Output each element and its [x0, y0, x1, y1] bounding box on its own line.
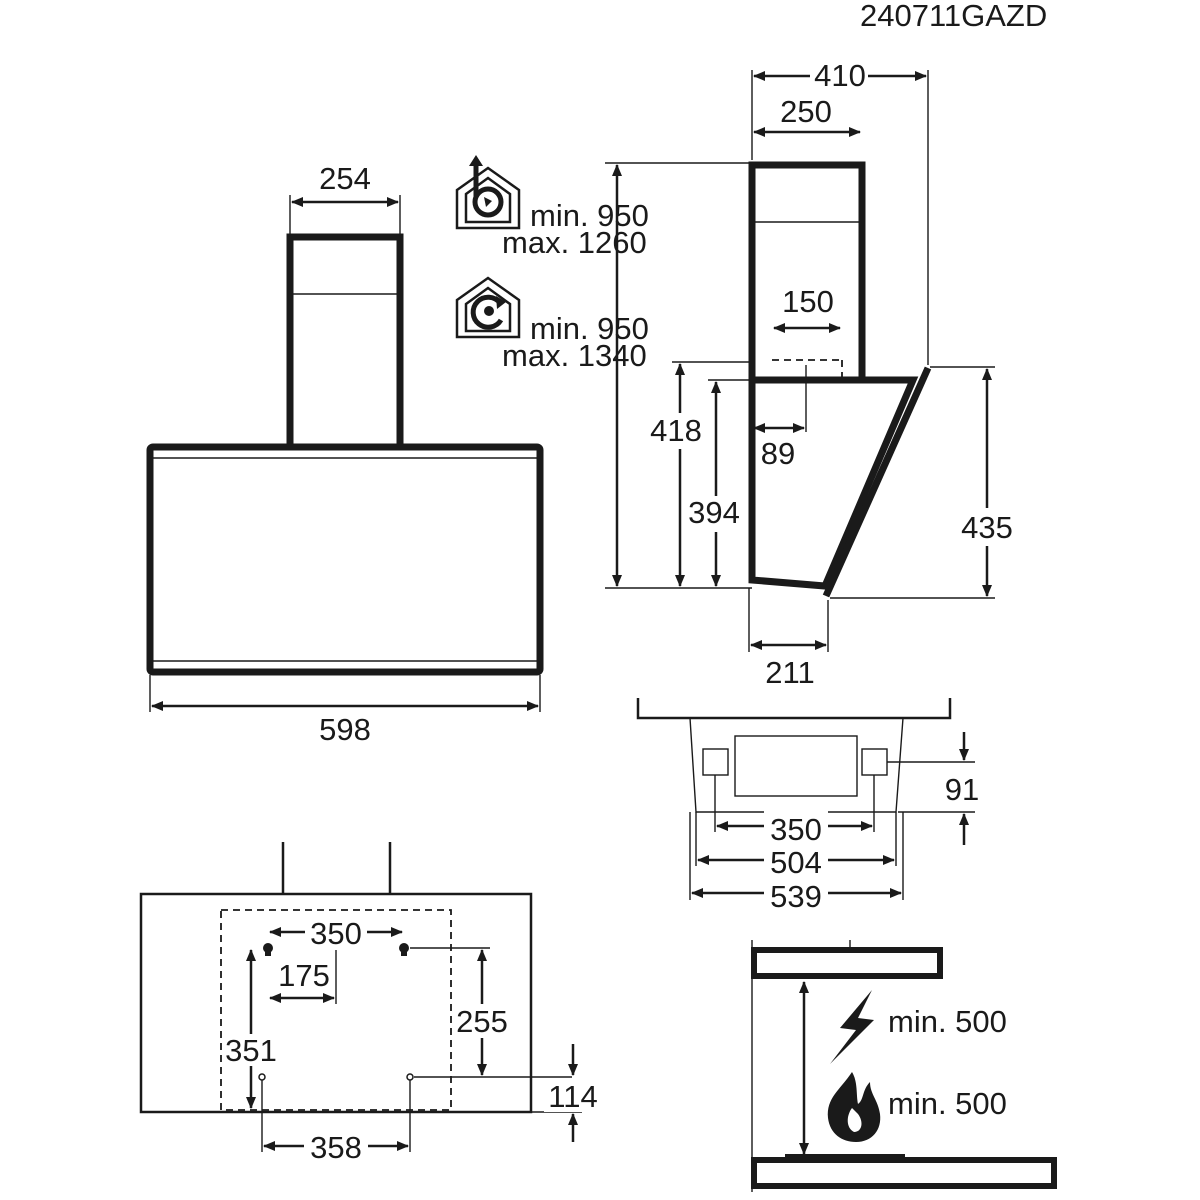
dim-height-418: 418	[650, 413, 702, 448]
extraction-max: max. 1260	[502, 225, 647, 260]
front-hood-body	[146, 443, 544, 676]
top-light-left	[702, 748, 729, 776]
top-hood-outline	[689, 717, 904, 813]
upper-hole-left	[263, 943, 273, 956]
wall-line	[636, 698, 952, 720]
wall-mount-view: 350 175 351 255 114 358	[139, 842, 602, 1165]
dim-mount-114: 114	[548, 1079, 597, 1114]
dim-top-holes: 350	[770, 812, 822, 847]
dim-hood-width: 598	[319, 712, 371, 747]
upper-hole-right	[399, 943, 409, 956]
document-code: 240711GAZD	[860, 0, 1047, 33]
dim-height-435: 435	[961, 510, 1013, 545]
house-fan-outlet-icon	[455, 155, 521, 230]
clearance-hood	[751, 947, 943, 979]
dim-chimney-depth: 250	[780, 94, 832, 129]
side-hood-body	[748, 376, 919, 590]
recirculation-min: min. 950	[530, 311, 649, 346]
recirculation-max: max. 1340	[502, 338, 647, 373]
lower-hole-right	[406, 1073, 414, 1081]
side-view: 410 250 150 89 418 394 435 211	[605, 56, 1019, 690]
ducting-requirements: min. 950 max. 1260 min. 950 max. 1340	[455, 155, 649, 373]
dim-overall-depth: 410	[814, 58, 866, 93]
dim-top-depth: 91	[945, 772, 979, 807]
extraction-min: min. 950	[530, 198, 649, 233]
dim-mount-lower: 358	[310, 1130, 362, 1165]
side-chimney	[748, 161, 866, 384]
flame-icon	[827, 1072, 881, 1142]
dim-mount-upper: 350	[310, 916, 362, 951]
dim-height-394: 394	[688, 495, 740, 530]
dim-chimney-width: 254	[319, 161, 371, 196]
lower-hole-left	[258, 1073, 266, 1081]
wall-mount-dashed-area	[220, 909, 452, 1111]
side-glass-panel	[822, 366, 932, 598]
dim-mount-351: 351	[225, 1033, 277, 1068]
top-light-right	[861, 748, 888, 776]
clearance-view: min. 500 min. 500	[751, 940, 1057, 1192]
clearance-electric: min. 500	[888, 1004, 1007, 1039]
dim-mount-half: 175	[278, 958, 330, 993]
dim-outlet-offset: 89	[761, 436, 795, 471]
clearance-hob	[751, 1157, 1057, 1189]
lightning-icon	[830, 990, 874, 1064]
clearance-gas: min. 500	[888, 1086, 1007, 1121]
top-motor-housing	[734, 735, 858, 797]
front-chimney	[286, 233, 404, 451]
dim-bottom-depth: 211	[765, 655, 814, 690]
house-fan-recirculation-icon	[455, 276, 521, 339]
dim-top-outer: 539	[770, 879, 822, 914]
wall-mount-outline	[139, 892, 533, 1114]
dim-outlet-diameter: 150	[782, 284, 834, 319]
top-view: 91 350 504 539	[636, 698, 979, 914]
dim-mount-255: 255	[456, 1004, 508, 1039]
hob-burner	[785, 1154, 905, 1160]
front-view: 254 598	[146, 161, 544, 747]
dim-top-inner: 504	[770, 845, 822, 880]
